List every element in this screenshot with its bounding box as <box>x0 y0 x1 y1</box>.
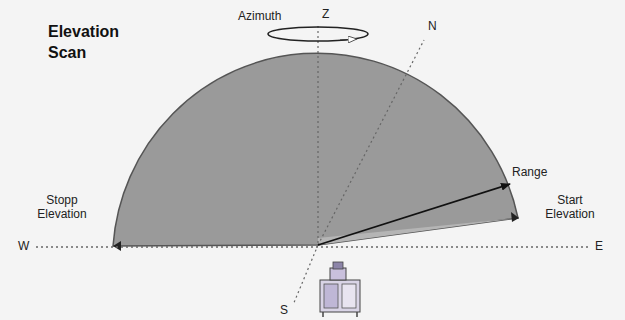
north-label: N <box>428 20 437 34</box>
azimuth-ring <box>268 27 368 41</box>
east-label: E <box>595 240 603 254</box>
scan-surface <box>113 53 518 246</box>
diagram-title: Elevation Scan <box>48 22 140 64</box>
south-axis <box>293 245 318 305</box>
range-arrow <box>318 184 510 245</box>
stop-elevation-label: Stopp Elevation <box>32 194 92 222</box>
west-east-axis <box>36 246 588 248</box>
scan-surface-shade <box>318 218 518 245</box>
start-arrowhead <box>511 212 519 222</box>
start-elevation-label: Start Elevation <box>540 194 600 222</box>
azimuth-arrow <box>340 39 356 40</box>
zenith-label: Z <box>322 8 329 22</box>
north-axis <box>318 40 424 245</box>
stop-arrowhead <box>113 241 121 251</box>
zenith-axis <box>317 26 318 245</box>
south-label: S <box>280 304 288 318</box>
range-label: Range <box>512 166 547 180</box>
west-label: W <box>18 240 29 254</box>
azimuth-label: Azimuth <box>238 10 281 24</box>
instrument-icon <box>320 262 360 317</box>
